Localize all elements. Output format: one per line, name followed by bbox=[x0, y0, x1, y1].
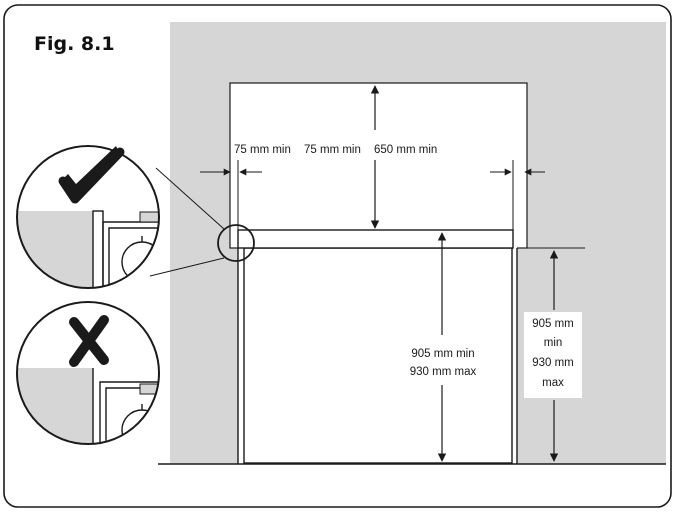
check-mark-icon bbox=[58, 146, 125, 204]
worktop-panel bbox=[237, 229, 514, 249]
side-gap-left-label: 75 mm min bbox=[234, 144, 291, 156]
opening-height-min-label: 905 mm min bbox=[411, 348, 474, 360]
cross-mark-icon bbox=[69, 315, 109, 367]
callout-line-upper bbox=[155, 167, 225, 230]
detail-incorrect bbox=[17, 302, 159, 444]
side-height-label-box bbox=[524, 312, 582, 398]
detail-incorrect-ring bbox=[16, 301, 160, 445]
callout-line-lower bbox=[149, 257, 225, 277]
side-height-line-1: 905 mm bbox=[532, 318, 574, 330]
zoom-indicator bbox=[217, 224, 255, 262]
detail-correct bbox=[17, 146, 159, 288]
appliance-body bbox=[243, 247, 513, 464]
detail-correct-ring bbox=[16, 145, 160, 289]
opening-height-max-label: 930 mm max bbox=[410, 366, 477, 378]
upper-recess bbox=[229, 82, 528, 249]
figure-title: Fig. 8.1 bbox=[34, 33, 115, 55]
side-height-line-3: 930 mm bbox=[532, 357, 574, 369]
side-height-line-4: max bbox=[542, 377, 564, 389]
side-gap-right-label: 75 mm min bbox=[304, 144, 361, 156]
top-clearance-label: 650 mm min bbox=[374, 144, 437, 156]
side-height-line-2: min bbox=[544, 337, 563, 349]
